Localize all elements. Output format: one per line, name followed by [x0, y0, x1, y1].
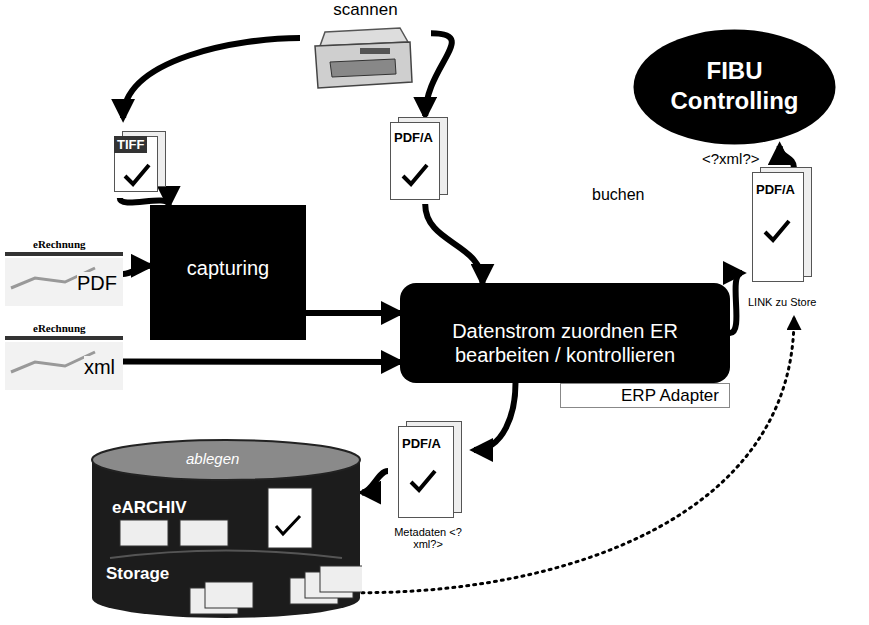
- node-text: eARCHIV: [112, 498, 187, 518]
- node-box: eRechnungPDF: [5, 238, 123, 310]
- drawing-part: [330, 59, 396, 77]
- node-text: LINK zu Store: [748, 296, 816, 308]
- drawing-part: [315, 42, 412, 88]
- node-box: Datenstrom zuordnen ER bearbeiten / kont…: [400, 283, 730, 383]
- node-box: ERP Adapter: [560, 383, 730, 408]
- node-text: scannen: [300, 0, 431, 20]
- node-text: capturing: [150, 257, 306, 280]
- node-box: scannen: [300, 0, 431, 95]
- flow-arrow: [425, 204, 482, 283]
- node-text: PDF/A: [402, 436, 441, 451]
- drawing-part: [634, 30, 836, 145]
- drawing-part: [276, 516, 300, 534]
- drawing-part: [92, 460, 360, 618]
- drawing-part: [180, 520, 228, 546]
- flow-arrow: [120, 198, 169, 205]
- check-mark: [122, 162, 152, 188]
- drawing-part: [125, 165, 149, 184]
- drawing-part: [5, 258, 123, 306]
- edge-label: buchen: [590, 186, 647, 204]
- node-box: PDF/A: [388, 116, 450, 204]
- flow-arrow: [123, 38, 300, 118]
- node-text: PDF/A: [756, 182, 795, 197]
- flow-arrow: [123, 359, 400, 365]
- annotation-label: <?xml?>: [700, 150, 762, 167]
- node-text: eRechnung: [33, 322, 86, 334]
- node-text: Datenstrom zuordnen ER bearbeiten / kont…: [420, 319, 710, 367]
- node-box: capturing: [150, 205, 306, 340]
- flow-arrow: [474, 383, 516, 450]
- node-box: PDF/A LINK zu Store: [742, 168, 846, 318]
- flow-arrow: [123, 266, 150, 274]
- check-mark: [408, 468, 438, 494]
- drawing-part: [5, 252, 123, 256]
- drawing-part: [411, 471, 435, 490]
- drawing-part: [11, 352, 95, 372]
- flow-arrow: [780, 146, 794, 168]
- drawing-part: [765, 221, 789, 240]
- drawing-part: [403, 165, 427, 184]
- drawing-part: [110, 551, 342, 559]
- node-box: TIFF: [100, 118, 166, 198]
- node-text: xml: [84, 356, 115, 379]
- node-text: PDF: [77, 272, 117, 295]
- flow-arrow: [730, 273, 742, 333]
- node-text: eRechnung: [33, 238, 86, 250]
- drawing-part: [5, 342, 123, 390]
- flow-arrow: [362, 471, 388, 493]
- node-text: TIFF: [114, 136, 147, 153]
- node-box: ablegen eARCHIV Storage: [90, 438, 362, 620]
- drawing-part: [120, 520, 168, 546]
- drawing-part: [5, 336, 123, 340]
- node-text: Storage: [106, 564, 169, 584]
- flow-arrow: [306, 310, 400, 316]
- node-text: ablegen: [186, 450, 239, 467]
- check-mark: [400, 162, 430, 188]
- drawing-part: [320, 566, 362, 592]
- node-text: Metadaten <?xml?>: [388, 526, 468, 550]
- drawing-part: [92, 440, 360, 480]
- drawing-part: [268, 488, 312, 548]
- node-text: FIBU Controlling: [662, 56, 807, 116]
- node-text: ERP Adapter: [621, 386, 719, 406]
- drawing-part: [360, 48, 390, 54]
- node-box: eRechnung xml: [5, 322, 123, 394]
- node-text: PDF/A: [394, 130, 433, 145]
- drawing-part: [205, 582, 253, 608]
- check-mark: [762, 218, 792, 244]
- node-box: PDF/A Metadaten <?xml?>: [388, 422, 474, 562]
- node-box: FIBU Controlling: [632, 28, 837, 146]
- scanner-illustration: [300, 22, 425, 94]
- flow-arrow: [425, 33, 452, 116]
